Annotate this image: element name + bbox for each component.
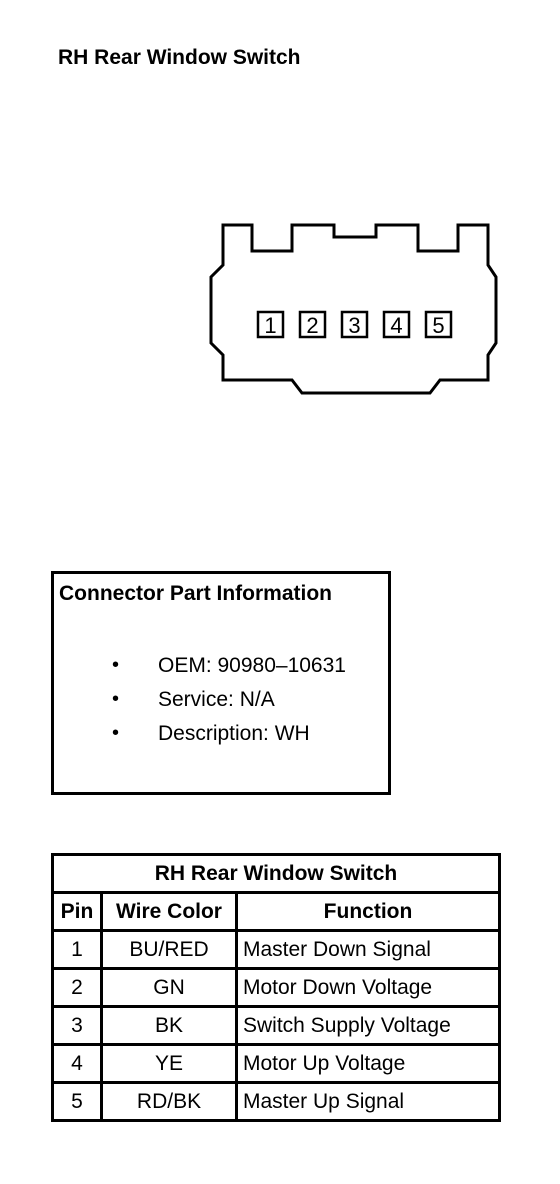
part-info-description: Description: WH <box>158 722 310 745</box>
cell-pin: 5 <box>51 1081 103 1122</box>
bullet-icon: • <box>112 688 120 710</box>
table-row: 5 RD/BK Master Up Signal <box>51 1081 501 1122</box>
table-row: 4 YE Motor Up Voltage <box>51 1043 501 1084</box>
cell-pin: 1 <box>51 929 103 970</box>
connector-pin-5: 5 <box>424 310 453 339</box>
part-info-oem: OEM: 90980–10631 <box>158 654 346 677</box>
cell-wire-color: GN <box>100 967 238 1008</box>
cell-wire-color: RD/BK <box>100 1081 238 1122</box>
cell-function: Switch Supply Voltage <box>235 1005 501 1046</box>
table-caption-row: RH Rear Window Switch <box>51 853 501 894</box>
connector-pin-1: 1 <box>256 310 285 339</box>
connector-pin-3: 3 <box>340 310 369 339</box>
table-header-row: Pin Wire Color Function <box>51 891 501 932</box>
bullet-icon: • <box>112 654 120 676</box>
table-row: 1 BU/RED Master Down Signal <box>51 929 501 970</box>
cell-wire-color: BU/RED <box>100 929 238 970</box>
cell-function: Master Down Signal <box>235 929 501 970</box>
header-function: Function <box>235 891 501 932</box>
cell-pin: 4 <box>51 1043 103 1084</box>
cell-function: Motor Down Voltage <box>235 967 501 1008</box>
pin-label-4: 4 <box>390 313 402 338</box>
part-info-heading: Connector Part Information <box>59 582 333 605</box>
header-pin: Pin <box>51 891 103 932</box>
cell-pin: 2 <box>51 967 103 1008</box>
table-caption: RH Rear Window Switch <box>51 853 501 894</box>
cell-wire-color: BK <box>100 1005 238 1046</box>
pin-label-5: 5 <box>432 313 444 338</box>
pin-label-1: 1 <box>264 313 276 338</box>
header-wire-color: Wire Color <box>100 891 238 932</box>
connector-outline <box>209 223 498 395</box>
diagram-title: RH Rear Window Switch <box>58 46 301 69</box>
connector-pin-4: 4 <box>382 310 411 339</box>
connector-part-info-box: Connector Part Information • OEM: 90980–… <box>51 571 391 795</box>
table-row: 3 BK Switch Supply Voltage <box>51 1005 501 1046</box>
cell-function: Master Up Signal <box>235 1081 501 1122</box>
connector-diagram: 1 2 3 4 5 <box>209 223 498 395</box>
cell-wire-color: YE <box>100 1043 238 1084</box>
pin-label-2: 2 <box>306 313 318 338</box>
cell-function: Motor Up Voltage <box>235 1043 501 1084</box>
pin-label-3: 3 <box>348 313 360 338</box>
bullet-icon: • <box>112 722 120 744</box>
table-row: 2 GN Motor Down Voltage <box>51 967 501 1008</box>
connector-pin-2: 2 <box>298 310 327 339</box>
cell-pin: 3 <box>51 1005 103 1046</box>
part-info-service: Service: N/A <box>158 688 275 711</box>
pin-function-table: RH Rear Window Switch Pin Wire Color Fun… <box>51 853 501 1122</box>
connector-pin-group: 1 2 3 4 5 <box>256 310 453 339</box>
